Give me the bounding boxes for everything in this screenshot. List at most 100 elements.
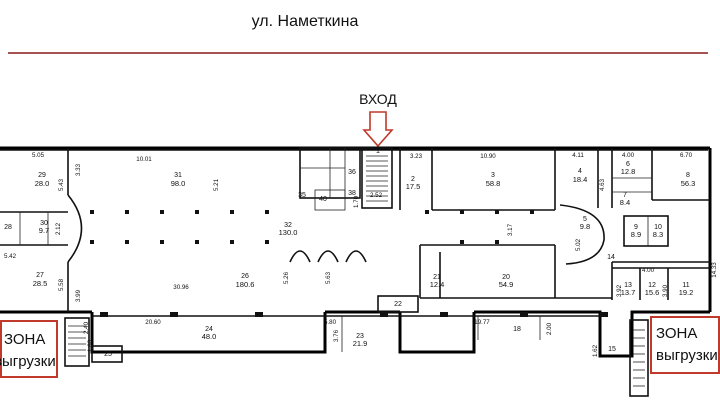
room-area: 9.8 <box>580 222 590 231</box>
room-area: 8.9 <box>631 230 641 239</box>
room-number: 5 <box>583 216 587 223</box>
street-name: ул. Наметкина <box>252 13 359 30</box>
room-number: 2 <box>411 176 415 183</box>
dimension-label: 5.21 <box>213 178 220 191</box>
room-area: 8.4 <box>620 198 630 207</box>
room-area: 17.5 <box>406 182 421 191</box>
dimension-label: 3.99 <box>75 289 82 302</box>
columns <box>90 210 534 244</box>
room-area: 98.0 <box>171 179 186 188</box>
room-area: 12.4 <box>430 280 445 289</box>
room-number: 27 <box>36 272 44 279</box>
room-number: 26 <box>241 273 249 280</box>
room-number: 31 <box>174 172 182 179</box>
loading-zone-left <box>0 320 58 378</box>
building-outline <box>0 146 712 358</box>
room-area: 19.2 <box>679 288 694 297</box>
dimension-label: 5.63 <box>325 271 332 284</box>
loading-zone-right <box>650 316 720 374</box>
room-number: 4 <box>578 168 582 175</box>
room-number: 20 <box>502 274 510 281</box>
room-number: 30 <box>40 220 48 227</box>
room-area: 58.8 <box>486 179 501 188</box>
dimension-label: 4.63 <box>599 178 606 191</box>
room-number: 38 <box>348 190 356 197</box>
dimension-label: 3.90 <box>662 284 669 297</box>
dimension-label: 30.96 <box>173 284 189 291</box>
room-number: 11 <box>682 282 689 289</box>
room-area: 48.0 <box>202 332 217 341</box>
dimension-label: 5.80 <box>324 319 337 326</box>
dimension-label: 3.33 <box>75 163 82 176</box>
room-number: 6 <box>626 161 630 168</box>
wall-hatches <box>100 312 608 317</box>
dimension-label: 6.70 <box>680 152 693 159</box>
dimension-label: 19.77 <box>474 319 490 326</box>
dimension-label: 5.42 <box>4 253 17 260</box>
room-area: 54.9 <box>499 280 514 289</box>
dimension-label: 5.26 <box>283 271 290 284</box>
dimension-label: 4.00 <box>622 152 635 159</box>
room-number: 15 <box>608 346 616 353</box>
room-number: 32 <box>284 222 292 229</box>
dimension-label: 3.17 <box>507 223 514 236</box>
loading-zone-right-subtitle: выгрузки <box>656 347 718 364</box>
room-number: 9 <box>634 224 638 231</box>
interior-walls <box>0 147 710 397</box>
room-number: 28 <box>4 224 12 231</box>
room-number: 40 <box>319 196 327 203</box>
room-number: 21 <box>433 274 441 281</box>
dimension-label: 3.92 <box>616 284 623 297</box>
room-area: 15.6 <box>645 288 660 297</box>
dimension-label: 20.60 <box>145 319 161 326</box>
dimension-label: 5.43 <box>58 178 65 191</box>
dimension-label: 2.40 <box>83 321 90 334</box>
loading-zone-left-subtitle: выгрузки <box>0 353 56 370</box>
room-number: 7 <box>623 192 627 199</box>
dimension-label: 2.00 <box>546 322 553 335</box>
loading-zone-left-title: ЗОНА <box>4 331 46 348</box>
room-number: 10 <box>654 224 662 231</box>
dimension-label: 2.52 <box>370 192 383 199</box>
room-labels: 31 98.0 29 28.0 28 30 9.7 27 28.5 26 180… <box>4 148 695 358</box>
dimension-label: 1.62 <box>592 344 599 357</box>
dimension-label: 2.12 <box>55 222 62 235</box>
dimension-label: 3.23 <box>410 153 423 160</box>
dimension-labels: 5.05 10.01 3.33 5.43 5.21 3.23 10.90 4.1… <box>4 152 718 357</box>
room-number: 1 <box>376 148 380 155</box>
entrance-arrow-icon <box>362 111 394 148</box>
room-area: 13.7 <box>621 288 636 297</box>
room-number: 3 <box>491 172 495 179</box>
room-number: 35 <box>298 192 306 199</box>
room-area: 12.8 <box>621 167 636 176</box>
dimension-label: 4.00 <box>642 267 655 274</box>
dimension-label: 3.76 <box>333 329 340 342</box>
room-number: 14 <box>607 254 615 261</box>
room-number: 36 <box>348 169 356 176</box>
room-number: 23 <box>356 333 364 340</box>
room-area: 56.3 <box>681 179 696 188</box>
dimension-label: 5.05 <box>32 152 45 159</box>
entrance-label: ВХОД <box>359 91 397 107</box>
room-area: 28.5 <box>33 279 48 288</box>
dimension-label: 1.60 <box>87 339 94 352</box>
room-number: 13 <box>624 282 632 289</box>
dimension-label: 5.58 <box>58 278 65 291</box>
room-area: 8.3 <box>653 230 663 239</box>
room-number: 25 <box>104 351 112 358</box>
room-area: 180.6 <box>236 280 255 289</box>
dimension-label: 5.02 <box>575 238 582 251</box>
dimension-label: 14.33 <box>711 262 718 278</box>
dimension-label: 4.11 <box>572 152 584 159</box>
room-number: 22 <box>394 301 402 308</box>
loading-zone-right-title: ЗОНА <box>656 325 698 342</box>
dimension-label: 10.90 <box>480 153 496 160</box>
room-area: 9.7 <box>39 226 49 235</box>
room-area: 130.0 <box>279 228 298 237</box>
dimension-label: 1.70 <box>353 195 360 208</box>
room-number: 8 <box>686 172 690 179</box>
room-number: 12 <box>648 282 656 289</box>
room-number: 18 <box>513 326 521 333</box>
room-number: 29 <box>38 172 46 179</box>
